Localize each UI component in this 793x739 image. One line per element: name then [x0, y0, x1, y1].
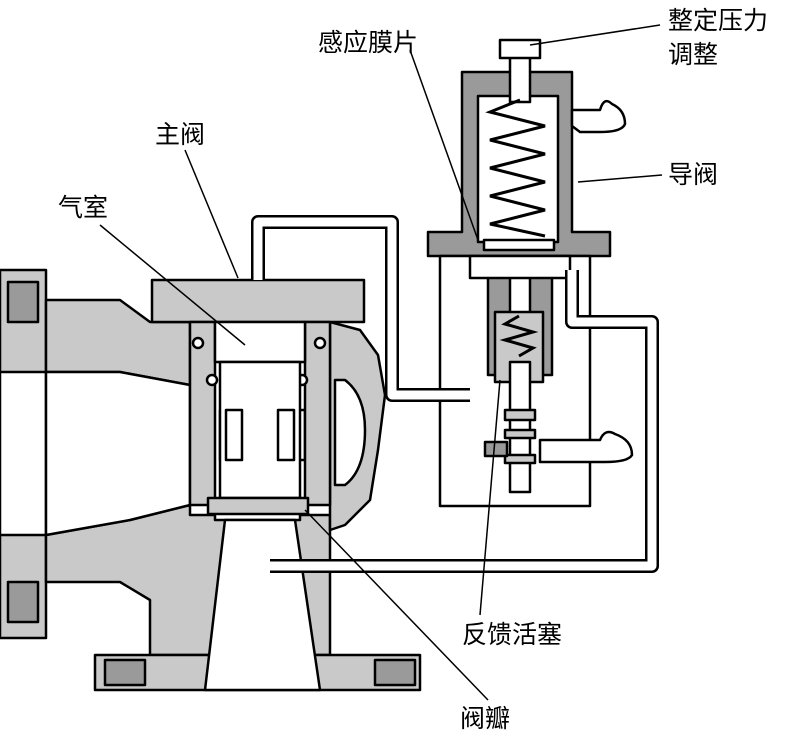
oring-top-right [313, 336, 327, 350]
body-side-recess [333, 378, 367, 487]
valve-disc-seat [206, 496, 310, 516]
sleeve-left-wall [188, 320, 217, 507]
feedback-spring [499, 314, 539, 358]
inlet-passage [44, 370, 192, 537]
feedback-piston-collar-2 [503, 428, 537, 440]
adjusting-screw [508, 50, 532, 104]
outlet-bolt-right [373, 658, 417, 687]
pilot-valve [426, 38, 634, 508]
inlet-bore [0, 370, 48, 537]
label-sensing-diaphragm: 感应膜片 [318, 28, 419, 57]
label-set-pressure-adjust-line2: 调整 [668, 40, 719, 69]
feedback-piston-collar-3 [503, 453, 537, 465]
air-chamber-space [213, 320, 307, 364]
disc-inner-window-left [224, 408, 244, 462]
oring-top-left [191, 336, 205, 350]
adjusting-nut [498, 38, 542, 60]
sleeve-right-wall [303, 320, 332, 507]
pilot-tubing [251, 215, 659, 573]
label-set-pressure-adjust-line1: 整定压力 [668, 6, 769, 35]
main-valve-body [0, 268, 422, 692]
leader-air-chamber [99, 224, 246, 346]
feedback-piston-stem [508, 360, 532, 494]
leader-set-pressure [529, 24, 661, 46]
leader-main-valve [184, 149, 239, 279]
leader-feedback-piston [479, 379, 501, 616]
pilot-vent [538, 430, 634, 464]
leader-diaphragm [409, 49, 479, 241]
flange-bolt-top [6, 280, 40, 324]
pilot-chamber [468, 254, 572, 280]
outlet-bolt-left [103, 658, 147, 687]
oring-mid-left [205, 373, 219, 387]
feedback-piston-collar [503, 408, 537, 422]
label-air-chamber: 气室 [58, 193, 109, 222]
main-valve-cover [150, 278, 366, 324]
main-valve-sleeve [188, 320, 332, 516]
leader-lines [99, 24, 663, 701]
leader-pilot-valve [577, 174, 663, 183]
pilot-spring [485, 98, 546, 238]
bonnet-vent [570, 99, 627, 134]
label-pilot-valve: 导阀 [668, 160, 719, 189]
leader-valve-disc [304, 509, 489, 701]
pilot-valve-seat [483, 440, 509, 458]
label-main-valve: 主阀 [155, 120, 206, 149]
label-feedback-piston: 反馈活塞 [462, 620, 563, 649]
sensing-diaphragm-plate [482, 238, 556, 252]
flange-bolt-bottom [6, 580, 40, 624]
label-valve-disc: 阀瓣 [460, 704, 511, 733]
disc-inner-window-right [276, 408, 296, 462]
